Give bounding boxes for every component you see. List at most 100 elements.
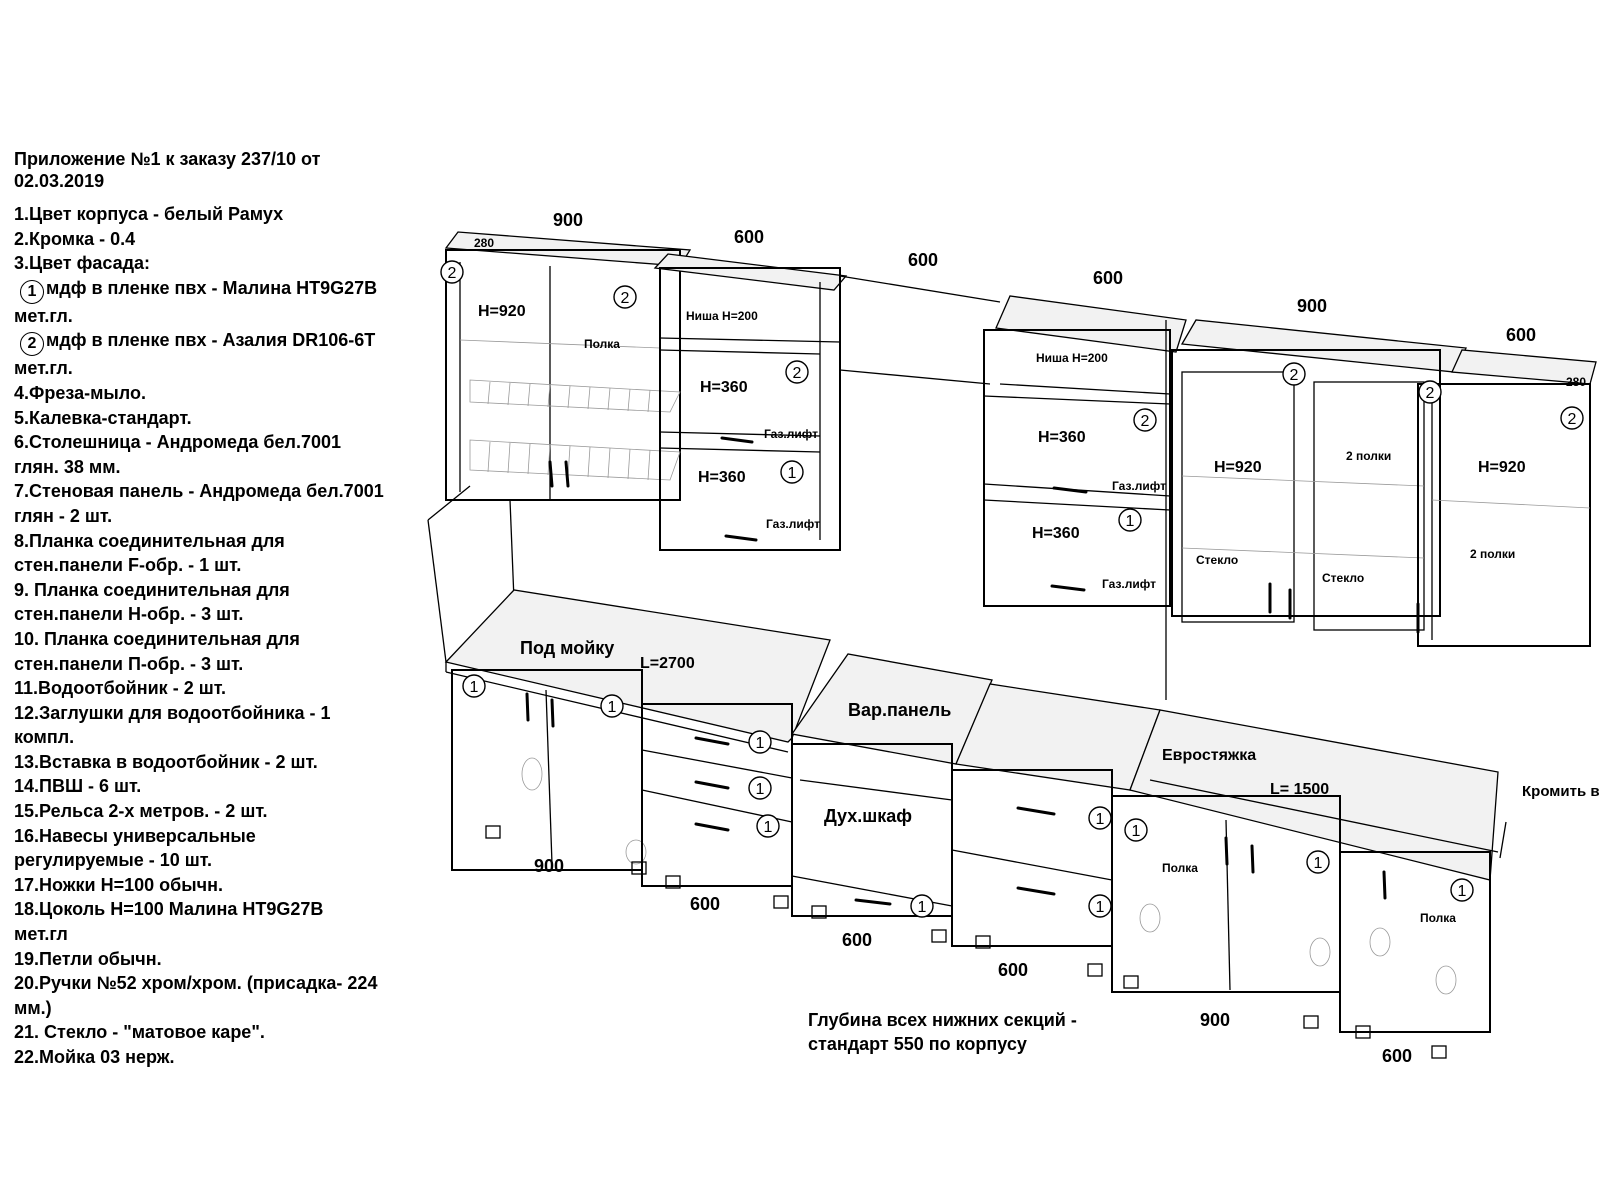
spec-line: 21. Стекло - "матовое каре".	[14, 1020, 414, 1045]
lower-width-4: 600	[998, 960, 1028, 980]
eurotie-label: Евростяжка	[1162, 747, 1256, 764]
shelf-label-lower-1: Полка	[1162, 861, 1198, 875]
lower-cabinet-drawers-600-right	[951, 769, 1113, 977]
spec-line: глян. 38 мм.	[14, 455, 414, 480]
svg-text:1: 1	[1126, 513, 1135, 530]
two-shelves-1: 2 полки	[1346, 449, 1391, 463]
shelf-label-upper: Полка	[584, 337, 620, 351]
lower-dimensions: 900 600 600 600 900 600	[534, 856, 1412, 1066]
facade-marker-icon: 1	[600, 694, 624, 718]
spec-line: 3.Цвет фасада:	[14, 251, 414, 276]
spec-line: 22.Мойка 03 нерж.	[14, 1045, 414, 1070]
depth-note: Глубина всех нижних секций - стандарт 55…	[808, 1010, 1077, 1054]
length-2700: L=2700	[640, 655, 695, 672]
spec-line: мет.гл.	[14, 304, 414, 329]
upper-cabinet-600-niche	[653, 253, 848, 551]
facade-marker-icon: 1	[1118, 508, 1142, 532]
svg-text:2: 2	[621, 290, 630, 307]
lower-width-3: 600	[842, 930, 872, 950]
svg-text:2: 2	[1568, 411, 1577, 428]
spec-line: 10. Планка соединительная для	[14, 627, 414, 652]
specification-list: Приложение №1 к заказу 237/10 от 02.03.2…	[14, 148, 414, 1070]
facade-marker-icon: 1	[1088, 894, 1112, 918]
svg-text:2: 2	[1141, 413, 1150, 430]
spec-line-text: мет.гл.	[14, 305, 73, 326]
spec-line-text: 20.Ручки №52 хром/хром. (присадка- 224	[14, 973, 378, 994]
note-line-1: Глубина всех нижних секций -	[808, 1010, 1077, 1030]
spec-line: мет.гл.	[14, 356, 414, 381]
spec-title: Приложение №1 к заказу 237/10 от 02.03.2…	[14, 149, 321, 191]
h360-left-bottom: H=360	[698, 469, 746, 486]
spec-line: стен.панели H-обр. - 3 шт.	[14, 602, 414, 627]
facade-marker-icon: 2	[440, 260, 464, 284]
lower-cabinet-600-right	[1339, 851, 1491, 1059]
upper-cabinet-600-right	[1416, 349, 1597, 647]
spec-line: 9. Планка соединительная для	[14, 578, 414, 603]
svg-text:1: 1	[608, 699, 617, 716]
hob-label: Вар.панель	[848, 700, 951, 720]
upper-depth-right: 280	[1566, 375, 1586, 389]
spec-line: 12.Заглушки для водоотбойника - 1	[14, 701, 414, 726]
svg-text:1: 1	[756, 735, 765, 752]
spec-line-text: 17.Ножки H=100 обычн.	[14, 874, 223, 895]
svg-text:2: 2	[448, 265, 457, 282]
hob-countertop	[790, 653, 993, 765]
upper-width-4: 600	[1093, 268, 1123, 288]
h360-right-bottom: H=360	[1032, 525, 1080, 542]
spec-line-text: 10. Планка соединительная для	[14, 628, 300, 649]
spec-line-text: глян. 38 мм.	[14, 456, 121, 477]
h360-left-top: H=360	[700, 379, 748, 396]
lower-labels: Под мойку L=2700 Вар.панель Дух.шкаф Евр…	[520, 638, 1600, 925]
facade-marker-icon: 1	[748, 776, 772, 800]
spec-line-text: стен.панели H-обр. - 3 шт.	[14, 604, 244, 625]
spec-line-text: 11.Водоотбойник - 2 шт.	[14, 678, 226, 699]
note-line-2: стандарт 550 по корпусу	[808, 1034, 1027, 1054]
facade-marker-icon: 1	[780, 460, 804, 484]
spec-line: 2.Кромка - 0.4	[14, 227, 414, 252]
spec-line-text: 15.Рельса 2-х метров. - 2 шт.	[14, 801, 268, 822]
spec-line: 6.Столешница - Андромеда бел.7001	[14, 430, 414, 455]
svg-text:2: 2	[1290, 367, 1299, 384]
glass-2: Стекло	[1322, 571, 1364, 585]
spec-line: 14.ПВШ - 6 шт.	[14, 774, 414, 799]
spec-line: 7.Стеновая панель - Андромеда бел.7001	[14, 479, 414, 504]
svg-text:1: 1	[1132, 823, 1141, 840]
gaslift-2: Газ.лифт	[766, 517, 820, 531]
edge-leader-line	[1499, 821, 1507, 859]
svg-text:1: 1	[1096, 899, 1105, 916]
spec-line: мм.)	[14, 996, 414, 1021]
spec-line-text: мдф в пленке пвх - Малина HT9G27B	[46, 277, 378, 298]
spec-line-text: мет.гл	[14, 924, 68, 945]
spec-line: 1.Цвет корпуса - белый Рамух	[14, 202, 414, 227]
spec-line: 20.Ручки №52 хром/хром. (присадка- 224	[14, 971, 414, 996]
spec-line-text: мет.гл.	[14, 358, 73, 379]
spec-line-text: 6.Столешница - Андромеда бел.7001	[14, 432, 341, 453]
spec-line-text: 16.Навесы универсальные	[14, 825, 256, 846]
upper-width-5: 900	[1297, 296, 1327, 316]
facade-marker-icon: 2	[1282, 362, 1306, 386]
facade-marker-icon: 2	[1418, 380, 1442, 404]
svg-text:1: 1	[788, 465, 797, 482]
upper-cabinet-900-glass	[1171, 319, 1468, 631]
oven-label: Дух.шкаф	[824, 806, 912, 826]
spec-line-text: стен.панели F-обр. - 1 шт.	[14, 555, 242, 576]
spec-line-text: 18.Цоколь H=100 Малина HT9G27B	[14, 899, 324, 920]
spec-line-text: 4.Фреза-мыло.	[14, 382, 146, 403]
glass-1: Стекло	[1196, 553, 1238, 567]
facade-marker-icon: 1	[748, 730, 772, 754]
spec-line: 18.Цоколь H=100 Малина HT9G27B	[14, 897, 414, 922]
facade-marker-icon: 1	[1450, 878, 1474, 902]
upper-width-1: 900	[553, 210, 583, 230]
svg-text:1: 1	[1314, 855, 1323, 872]
spec-line: 11.Водоотбойник - 2 шт.	[14, 676, 414, 701]
h360-right-top: H=360	[1038, 429, 1086, 446]
spec-line-text: 14.ПВШ - 6 шт.	[14, 776, 142, 797]
upper-labels: H=920 Полка Ниша H=200 H=360 H=360 Газ.л…	[478, 303, 1526, 591]
lower-width-1: 900	[534, 856, 564, 876]
wall-panel-middle	[839, 275, 1001, 385]
spec-line: 15.Рельса 2-х метров. - 2 шт.	[14, 799, 414, 824]
spec-line: 17.Ножки H=100 обычн.	[14, 873, 414, 898]
facade-marker-icon: 1	[462, 674, 486, 698]
